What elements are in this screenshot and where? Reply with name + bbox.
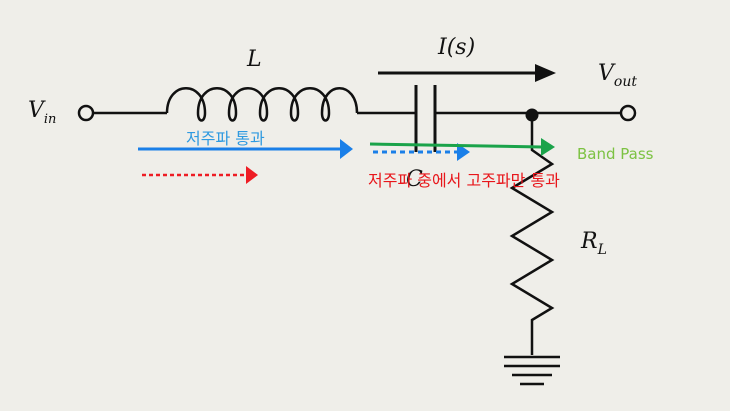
- inductor-coil: [165, 87, 359, 122]
- green-bandpass-arrow-head: [541, 138, 555, 156]
- vin-terminal: [77, 104, 95, 122]
- capacitor-label: C: [406, 167, 423, 192]
- high-among-low-text: 저주파 중에서 고주파만 통과: [368, 171, 560, 190]
- red-dotted-arrow-head: [246, 166, 258, 184]
- vin-label: Vin: [28, 98, 56, 127]
- green-bandpass-arrow: [369, 142, 543, 149]
- band-pass-text: Band Pass: [577, 145, 654, 163]
- inductor-label: L: [246, 47, 262, 72]
- blue-lowpass-arrow-head: [340, 139, 353, 159]
- vout-label: Vout: [598, 61, 637, 90]
- resistor-label: RL: [580, 229, 607, 258]
- current-label: I(s): [437, 35, 475, 60]
- vout-terminal: [619, 104, 637, 122]
- ground-symbol: [504, 355, 560, 386]
- low-pass-text: 저주파 통과: [186, 129, 265, 148]
- resistor-zigzag: [509, 115, 555, 355]
- blue-dotted-arrow-head: [457, 143, 470, 161]
- current-arrow-head: [535, 64, 556, 82]
